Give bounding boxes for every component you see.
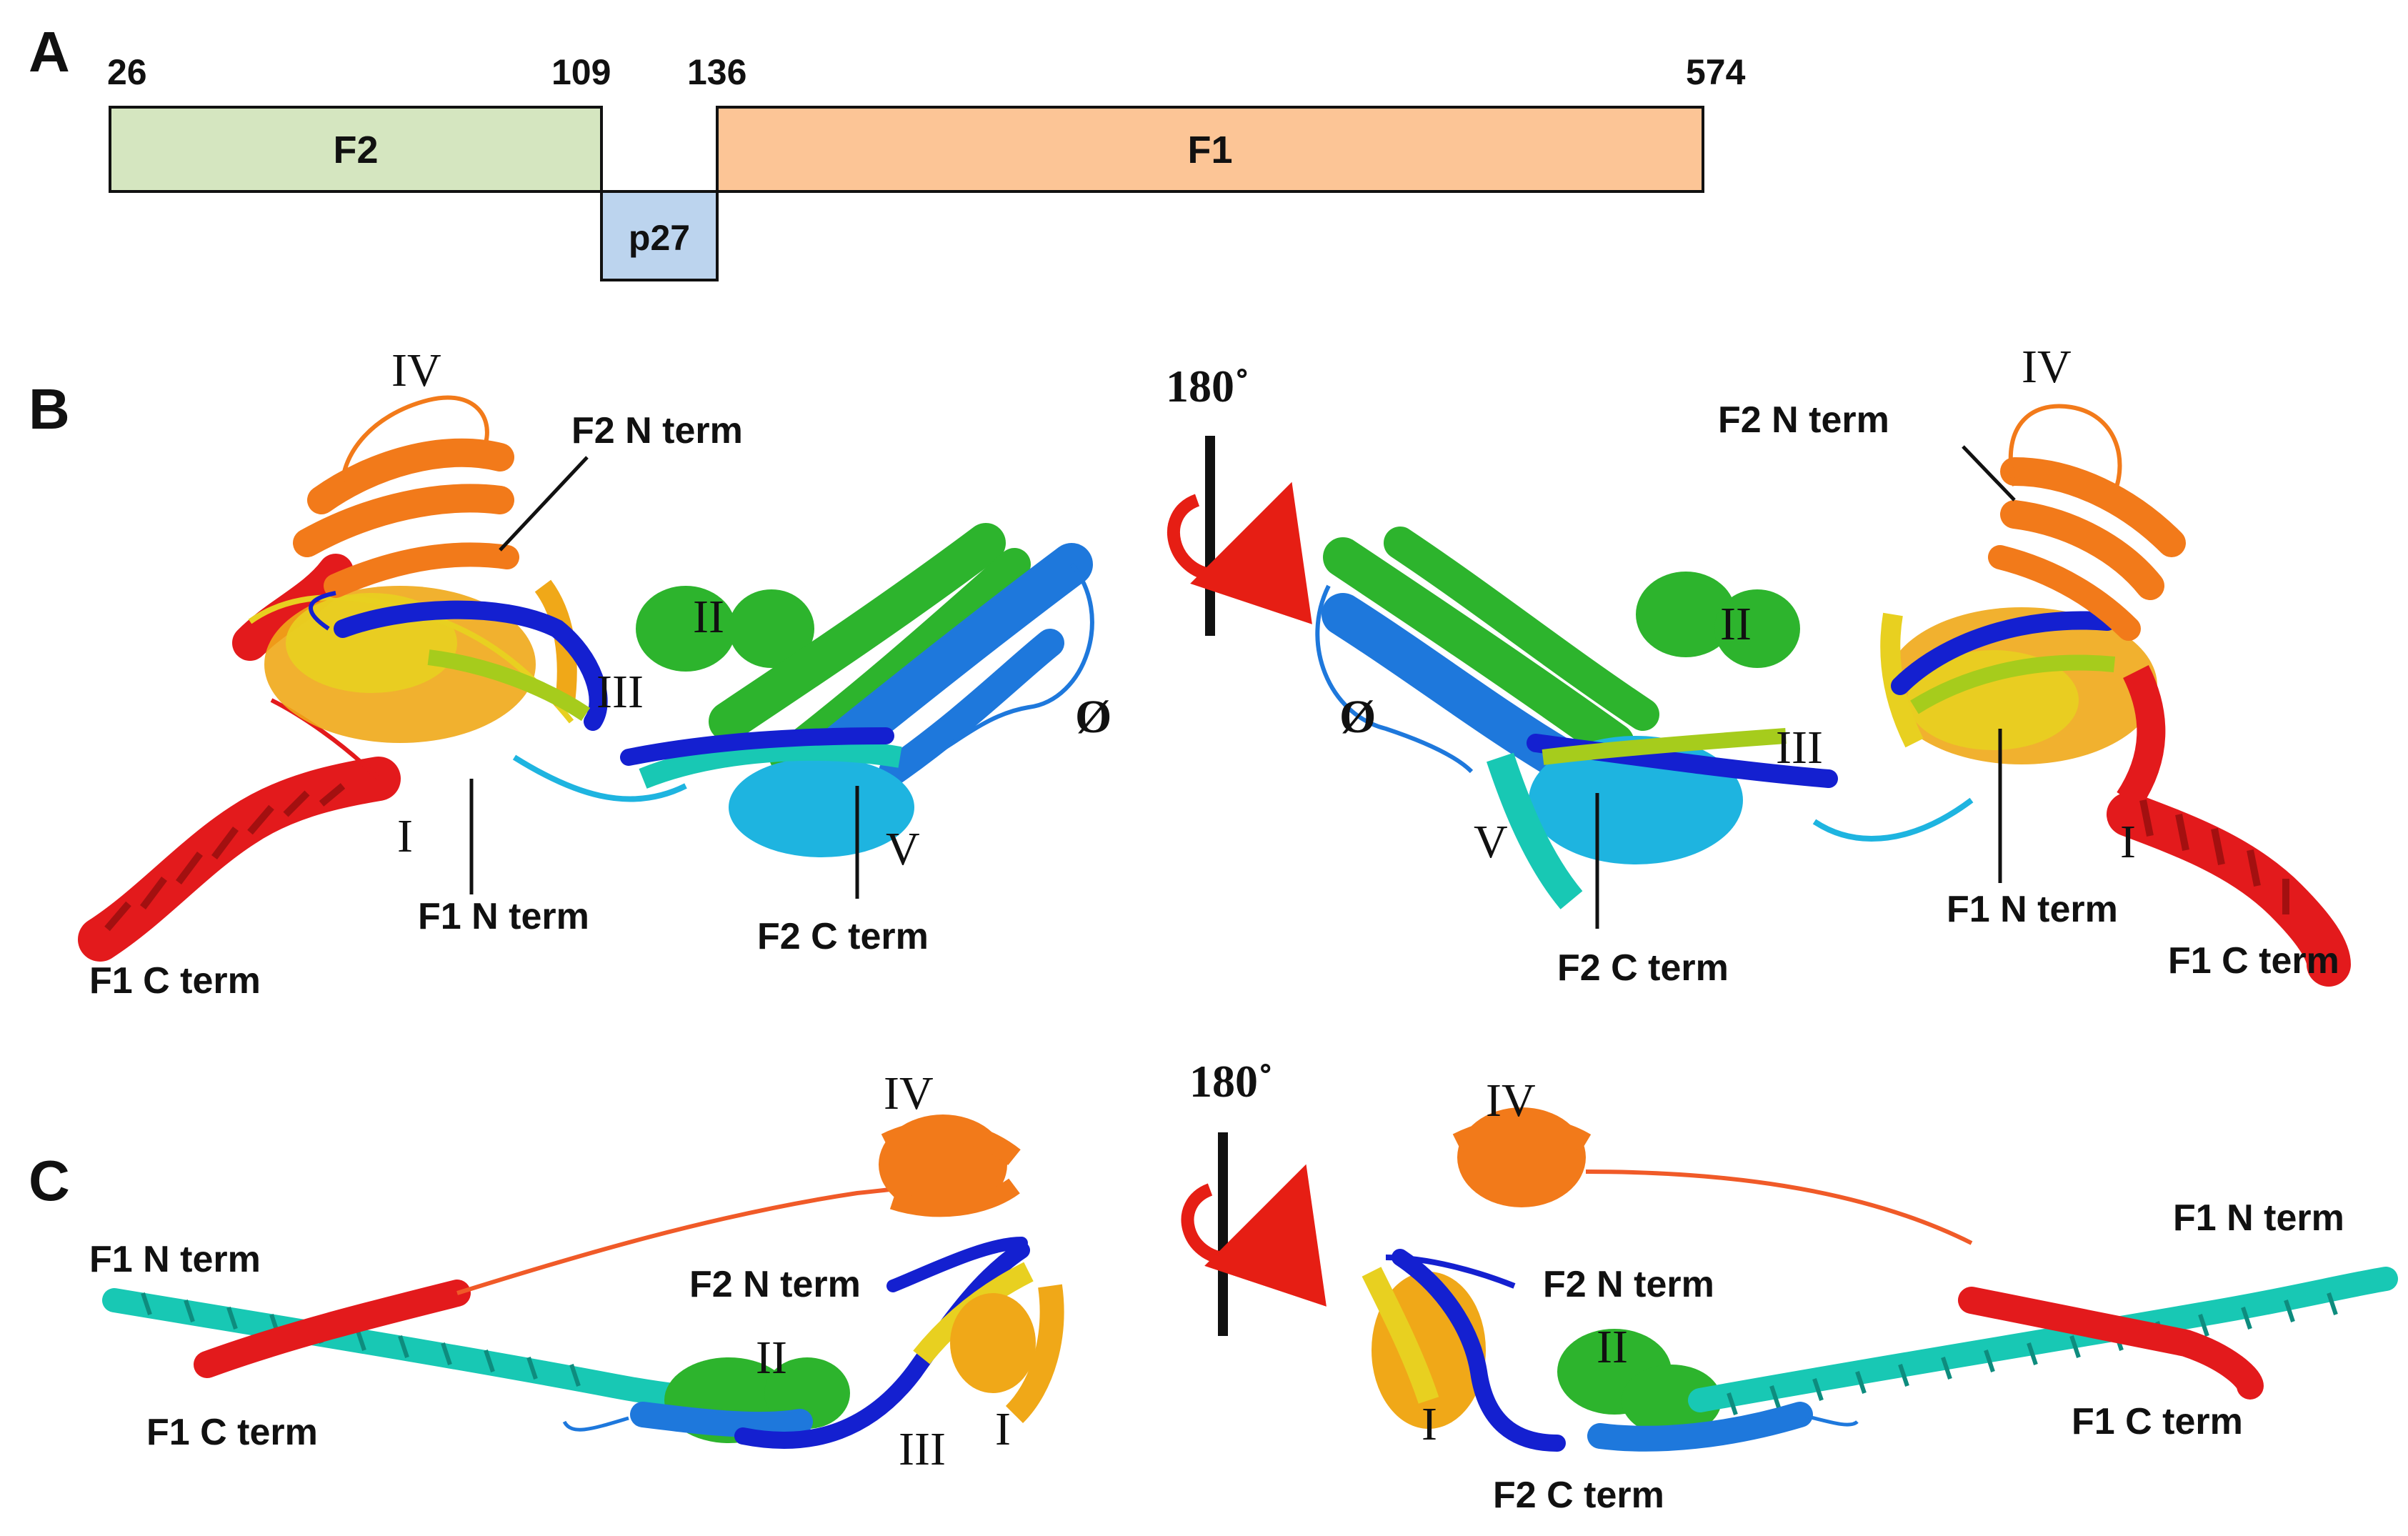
domain-ii-label-b-right: II [1720,598,1752,650]
f1-domain-box [716,106,1704,193]
f1-n-term-label-c-left: F1 N term [89,1239,261,1280]
domain-i-label-b-right: I [2120,816,2136,868]
f2-n-term-leader-b-left [499,456,589,552]
domain-v-label-b-left: V [886,823,920,875]
structure-b-left [78,395,1094,962]
f1-n-term-label-c-right: F1 N term [2173,1197,2344,1239]
panel-c-label: C [29,1149,70,1212]
panel-b-label: B [29,377,70,441]
structure-c-left [102,1114,1064,1449]
domain-iii-label-b-right: III [1776,722,1823,774]
f1-c-term-label-c-right: F1 C term [2072,1401,2243,1442]
position-136: 136 [687,52,746,92]
position-574: 574 [1686,52,1746,92]
structure-b-right [1315,404,2351,987]
domain-iv-label-c-right: IV [1486,1074,1536,1127]
f1-c-term-label-b-right: F1 C term [2168,940,2339,982]
domain-iii-label-c-left: III [899,1423,946,1475]
domain-iv-label-b-left: IV [391,344,441,397]
p27-domain-box [600,190,719,281]
f2-c-term-label-c-right: F2 C term [1493,1475,1664,1516]
position-26: 26 [107,52,147,92]
rotation-degrees-b: 180˚ [1166,361,1249,412]
f1-n-term-label-b-left: F1 N term [418,896,589,937]
structure-c-right [1362,1107,2398,1452]
domain-ii-label-c-right: II [1597,1321,1628,1373]
f1-domain-label: F1 [1187,129,1232,171]
f2-domain-label: F2 [333,129,378,171]
domain-i-label-c-left: I [995,1403,1011,1455]
domain-ii-label-b-left: II [693,591,724,643]
panel-a-label: A [29,20,70,84]
domain-iii-label-b-left: III [596,666,644,718]
f2-n-term-label-c-right: F2 N term [1543,1264,1714,1305]
f2-n-term-label-c-left: F2 N term [689,1264,861,1305]
domain-i-label-b-left: I [397,810,413,862]
f2-c-term-label-b-right: F2 C term [1557,947,1729,989]
domain-iv-label-b-right: IV [2022,341,2072,393]
f2-n-term-label-b-left: F2 N term [571,410,743,452]
f2-n-term-leader-b-right [1962,445,2016,502]
rotation-degrees-c: 180˚ [1189,1056,1273,1107]
p27-domain-label: p27 [629,218,690,258]
f1-c-term-label-b-left: F1 C term [89,960,261,1002]
domain-iv-label-c-left: IV [884,1067,934,1119]
rotation-arrow-c [1181,1164,1327,1307]
f2-c-term-label-b-left: F2 C term [757,916,929,957]
domain-ii-label-c-left: II [756,1332,787,1384]
rotation-arrow-b [1166,482,1312,624]
domain-i-label-c-right: I [1422,1398,1437,1450]
domain-v-label-b-right: V [1474,816,1508,868]
f2-domain-box [109,106,603,193]
f2-n-term-label-b-right: F2 N term [1718,399,1889,441]
phi-label-b-right: Ø [1339,691,1376,743]
f1-n-term-label-b-right: F1 N term [1947,889,2118,930]
position-109: 109 [551,52,611,92]
phi-label-b-left: Ø [1075,691,1111,743]
f1-c-term-label-c-left: F1 C term [146,1412,318,1453]
